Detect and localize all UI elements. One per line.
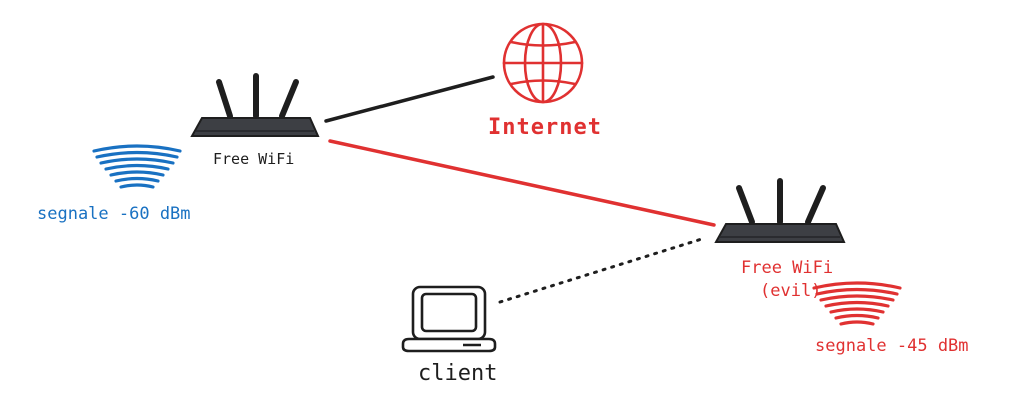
legit-signal-label: segnale -60 dBm [37, 204, 191, 224]
client-label: client [418, 361, 498, 386]
router-icon [714, 178, 846, 243]
link-client-evil-ap [498, 236, 707, 304]
wifi-signal-icon [92, 144, 182, 189]
wifi-signal-icon [812, 281, 902, 326]
link-legit-ap-evil-ap [328, 139, 716, 227]
evil-ap-label-line2: (evil) [760, 281, 822, 301]
internet-label: Internet [488, 115, 602, 140]
evil-ap-label-line1: Free WiFi [741, 258, 834, 278]
link-legit-ap-internet [324, 75, 495, 123]
router-icon [190, 73, 320, 137]
laptop-icon [401, 285, 497, 353]
evil-signal-label: segnale -45 dBm [815, 336, 969, 356]
legit-ap-label: Free WiFi [213, 150, 295, 168]
globe-icon [502, 22, 584, 104]
